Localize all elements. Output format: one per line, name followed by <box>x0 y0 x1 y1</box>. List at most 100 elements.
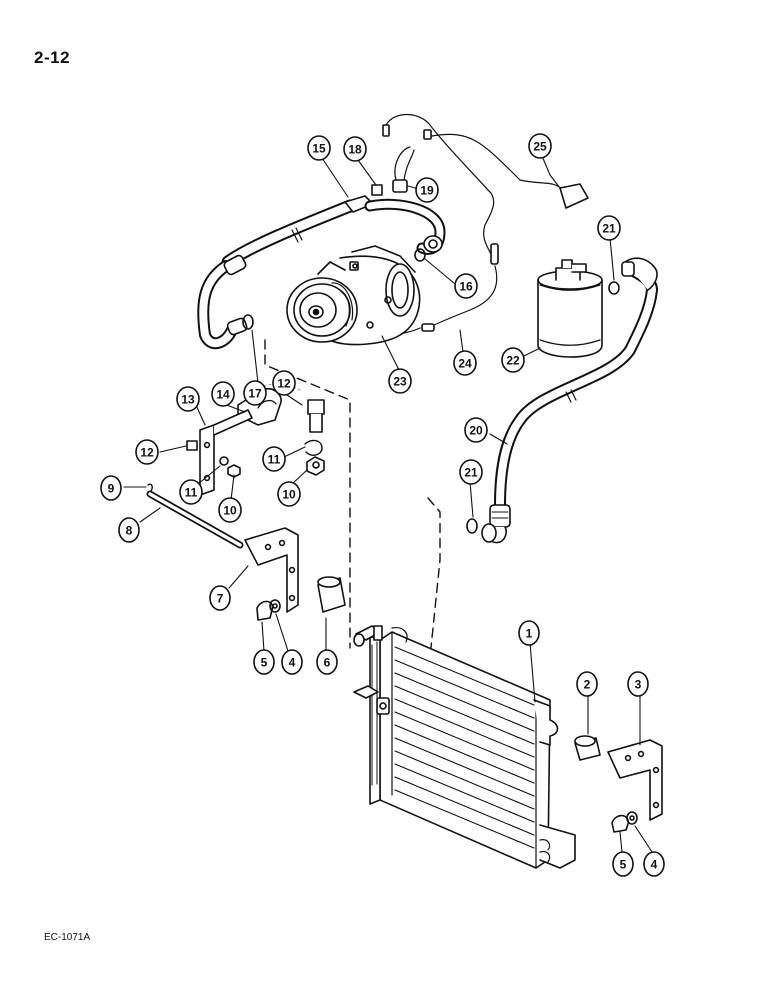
callout-c1: 1 <box>518 620 540 646</box>
callout-c10a: 10 <box>218 497 242 523</box>
callout-number: 4 <box>289 656 296 670</box>
callout-circle <box>243 380 267 406</box>
callout-c5a: 5 <box>253 649 275 675</box>
callout-number: 14 <box>216 388 230 402</box>
callout-leaders <box>123 155 653 853</box>
callout-c12a: 12 <box>272 370 296 396</box>
callout-number: 16 <box>459 280 473 294</box>
callout-number: 4 <box>651 858 658 872</box>
callout-c17: 17 <box>243 380 267 406</box>
callout-c21a: 21 <box>597 215 621 241</box>
o-rings <box>242 248 620 534</box>
callout-circle <box>528 133 552 159</box>
callout-number: 5 <box>261 656 268 670</box>
callout-c16: 16 <box>454 273 478 299</box>
callout-circle <box>316 649 338 675</box>
callout-c21b: 21 <box>459 459 483 485</box>
callout-number: 9 <box>108 482 115 496</box>
callout-number: 23 <box>393 375 407 389</box>
callout-number: 21 <box>464 466 478 480</box>
callout-circle <box>218 497 242 523</box>
callout-circle <box>459 459 483 485</box>
drier-to-condenser-hose <box>481 257 658 544</box>
callout-number: 15 <box>312 142 326 156</box>
callout-c15: 15 <box>307 135 331 161</box>
callout-circle <box>576 671 598 697</box>
callout-c11b: 11 <box>179 479 203 505</box>
callout-c13: 13 <box>176 386 200 412</box>
callout-circle <box>262 446 286 472</box>
callout-number: 6 <box>324 656 331 670</box>
callout-circle <box>454 273 478 299</box>
receiver-drier <box>537 259 603 358</box>
compressor-hose <box>197 195 446 350</box>
callout-circle <box>176 386 200 412</box>
callout-c14: 14 <box>211 381 235 407</box>
callout-circle <box>307 135 331 161</box>
callout-number: 22 <box>506 354 520 368</box>
callout-number: 24 <box>458 357 472 371</box>
o-ring-21-upper <box>608 281 620 295</box>
callout-number: 10 <box>282 488 296 502</box>
callout-number: 18 <box>348 143 362 157</box>
o-ring-16 <box>414 248 426 262</box>
callout-c10b: 10 <box>277 481 301 507</box>
callout-number: 8 <box>126 524 133 538</box>
callout-number: 2 <box>584 678 591 692</box>
callout-circle <box>253 649 275 675</box>
callout-c20: 20 <box>464 417 488 443</box>
callout-c23: 23 <box>388 368 412 394</box>
callout-circle <box>281 649 303 675</box>
callout-c2: 2 <box>576 671 598 697</box>
callout-circle <box>100 475 122 501</box>
callout-circle <box>209 585 231 611</box>
callout-c4b: 4 <box>643 851 665 877</box>
callout-circle <box>343 136 367 162</box>
callout-circle <box>453 350 477 376</box>
pressure-switch-and-wiring <box>364 113 589 336</box>
callout-number: 7 <box>217 592 224 606</box>
callout-circle <box>277 481 301 507</box>
callout-number: 25 <box>533 140 547 154</box>
callout-c5b: 5 <box>612 851 634 877</box>
callout-number: 5 <box>620 858 627 872</box>
callout-c24: 24 <box>453 350 477 376</box>
callout-c19: 19 <box>415 177 439 203</box>
callout-c6: 6 <box>316 649 338 675</box>
callout-c12b: 12 <box>135 439 159 465</box>
callout-number: 12 <box>140 446 154 460</box>
o-ring-17 <box>242 314 254 330</box>
callout-circle <box>643 851 665 877</box>
callout-number: 3 <box>635 678 642 692</box>
callout-number: 12 <box>277 377 291 391</box>
callout-c25: 25 <box>528 133 552 159</box>
figure-code: EC-1071A <box>44 932 91 943</box>
callout-circle <box>464 417 488 443</box>
callout-circle <box>627 671 649 697</box>
callout-circle <box>415 177 439 203</box>
callout-number: 10 <box>223 504 237 518</box>
callout-c3: 3 <box>627 671 649 697</box>
callout-circle <box>211 381 235 407</box>
callout-c11a: 11 <box>262 446 286 472</box>
callout-number: 21 <box>602 222 616 236</box>
callout-circle <box>272 370 296 396</box>
callout-circle <box>518 620 540 646</box>
o-ring-21-lower <box>466 518 478 534</box>
callout-circle <box>501 347 525 373</box>
callout-circle <box>135 439 159 465</box>
callout-circle <box>612 851 634 877</box>
page-number: 2-12 <box>34 48 71 67</box>
callout-number: 20 <box>469 424 483 438</box>
callout-number: 11 <box>268 453 281 467</box>
callout-number: 19 <box>420 184 434 198</box>
condenser <box>353 625 576 869</box>
mounting-hardware <box>146 383 346 621</box>
callout-c7: 7 <box>209 585 231 611</box>
callout-number: 11 <box>185 486 198 500</box>
callout-c4a: 4 <box>281 649 303 675</box>
callout-number: 1 <box>526 627 533 641</box>
